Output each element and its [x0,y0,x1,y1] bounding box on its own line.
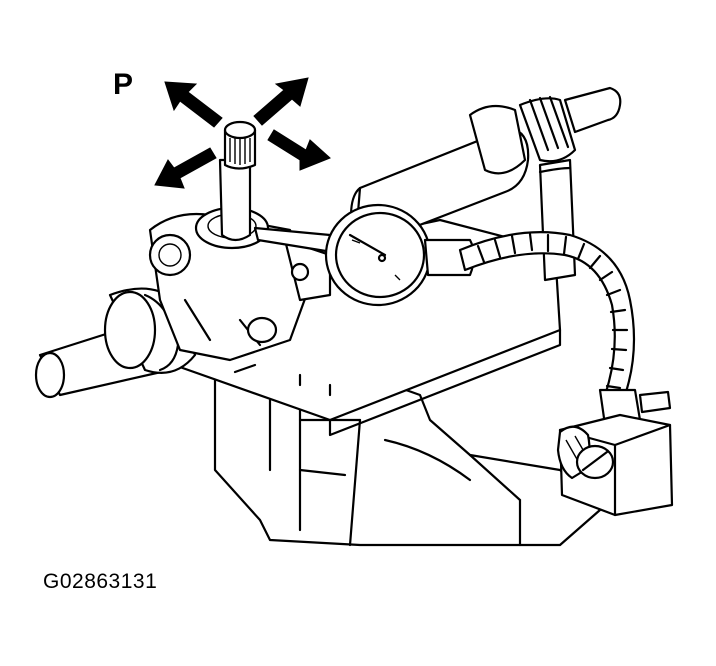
figure-id: G02863131 [43,570,158,593]
dial-indicator [253,203,476,307]
direction-arrows [154,77,331,189]
direction-label: P [113,68,134,101]
magnetic-base [556,413,674,517]
pinion-shaft [218,120,257,242]
